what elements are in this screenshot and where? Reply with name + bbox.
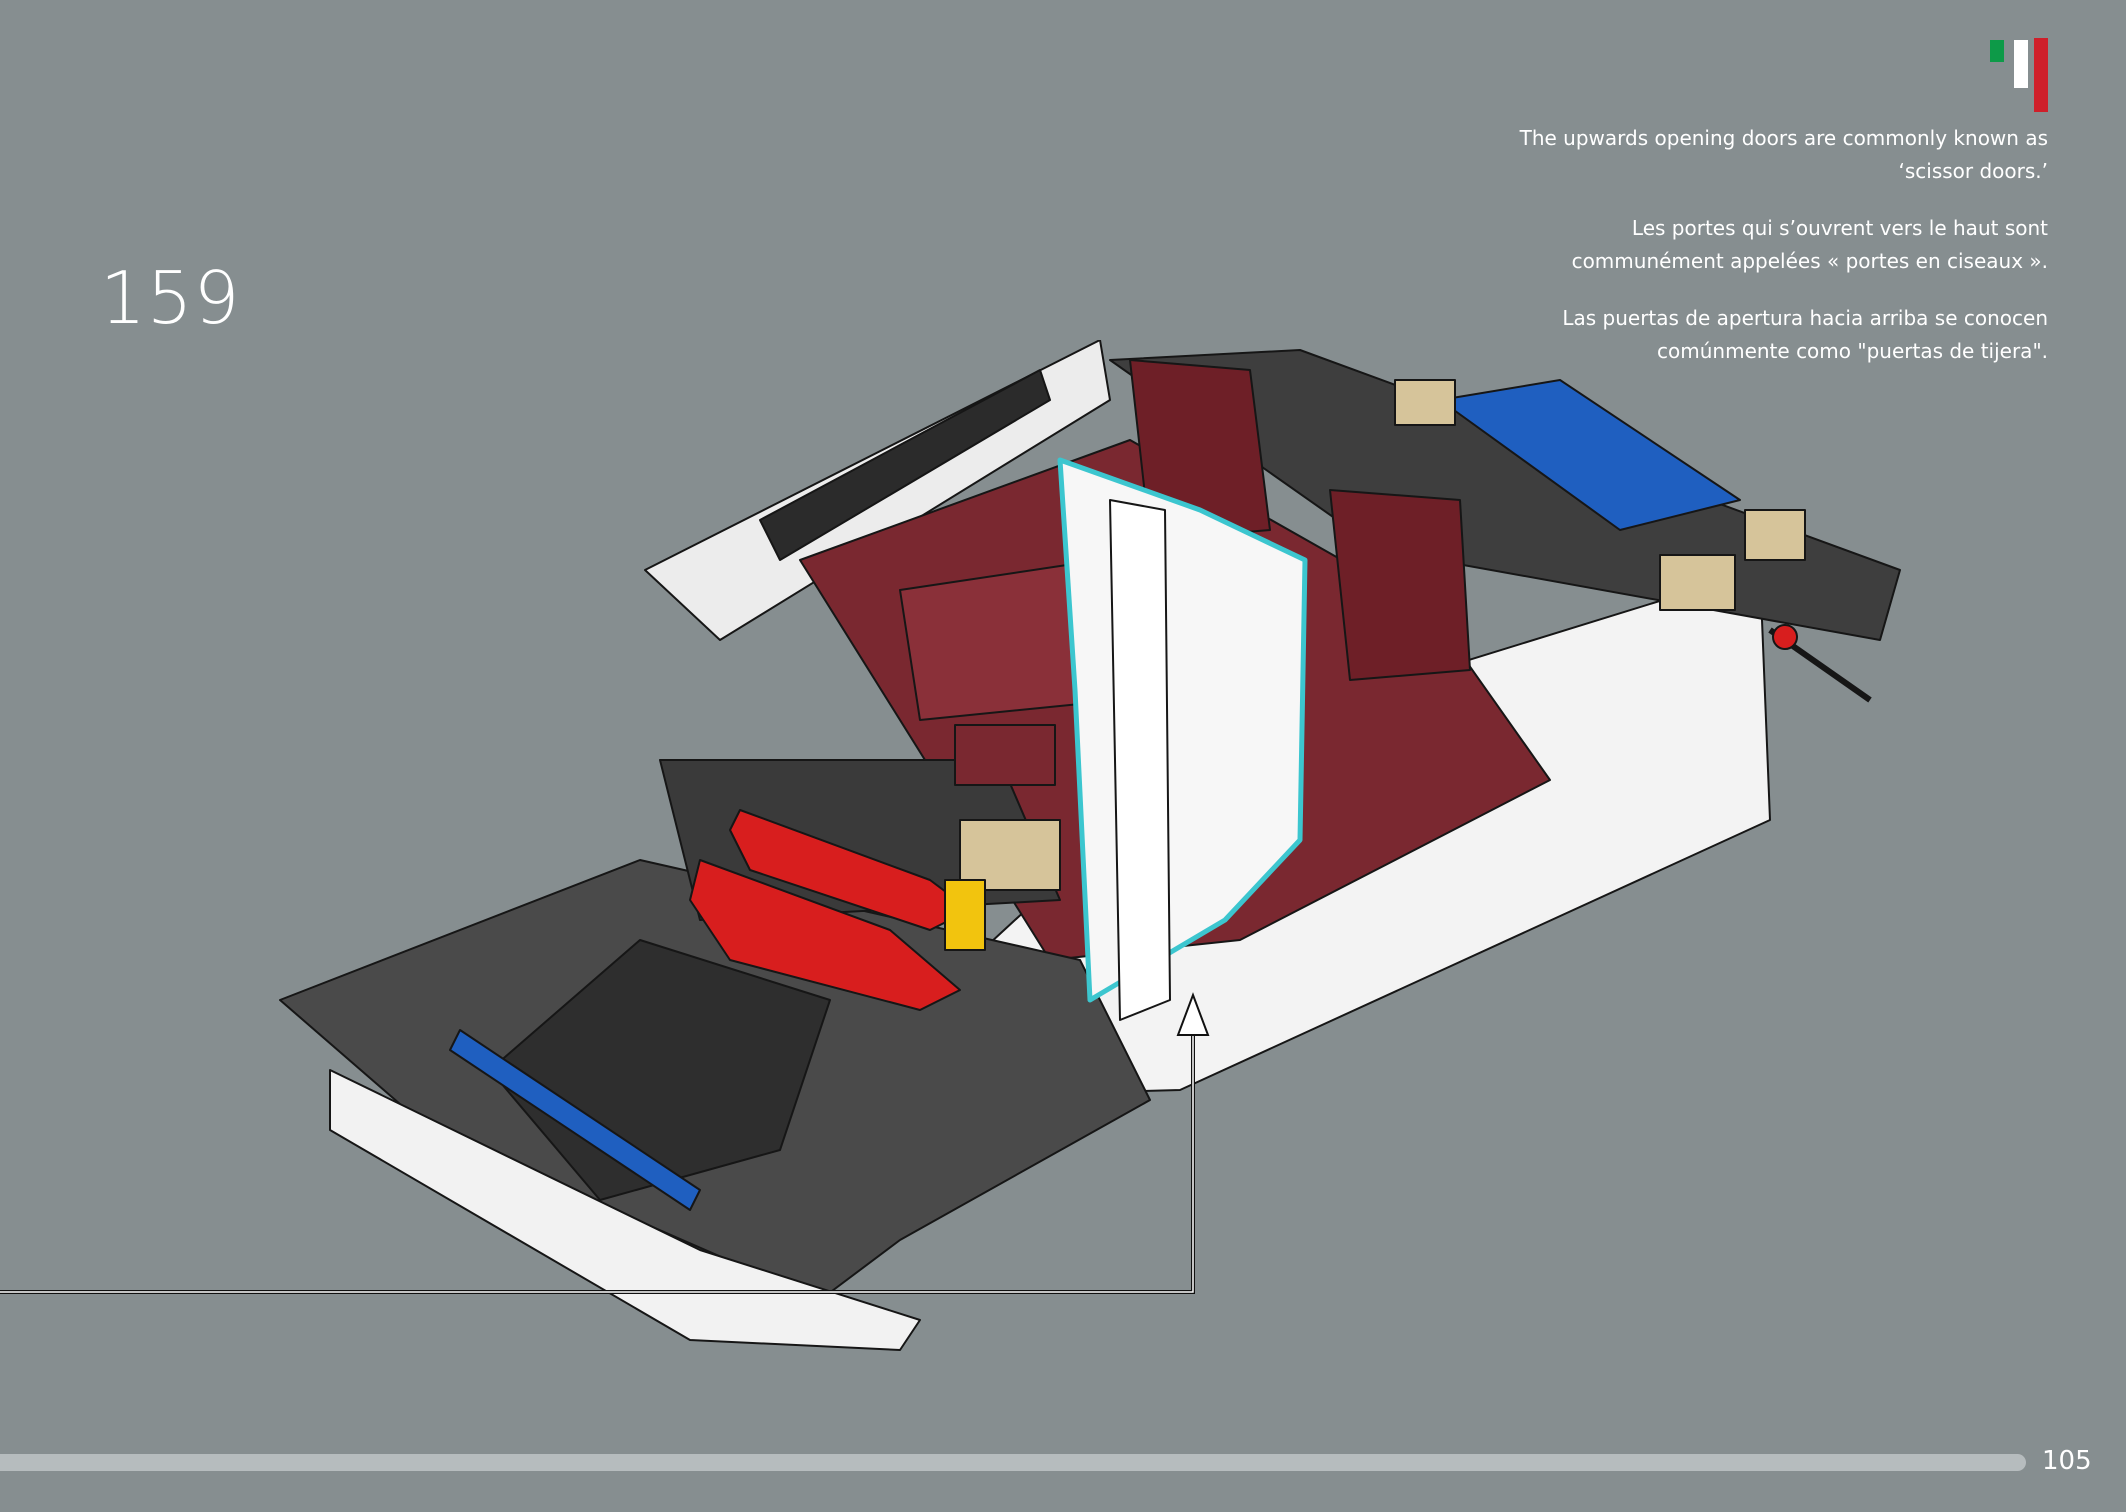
italian-flag-icon <box>1990 38 2048 112</box>
note-french: Les portes qui s’ouvrent vers le haut so… <box>1571 216 2048 273</box>
page-number: 105 <box>2042 1446 2092 1476</box>
note-english: The upwards opening doors are commonly k… <box>1519 126 2048 183</box>
build-illustration <box>0 340 1901 1351</box>
flag-red-bar <box>2034 38 2048 112</box>
progress-bar <box>0 1454 2026 1471</box>
callout-arrow-icon <box>1176 992 1210 1036</box>
note-spanish: Las puertas de apertura hacia arriba se … <box>1562 306 2048 363</box>
flag-green-bar <box>1990 40 2004 62</box>
flag-white-bar <box>2014 40 2028 88</box>
notes-panel: The upwards opening doors are commonly k… <box>1488 122 2048 392</box>
step-number: 159 <box>100 256 241 340</box>
